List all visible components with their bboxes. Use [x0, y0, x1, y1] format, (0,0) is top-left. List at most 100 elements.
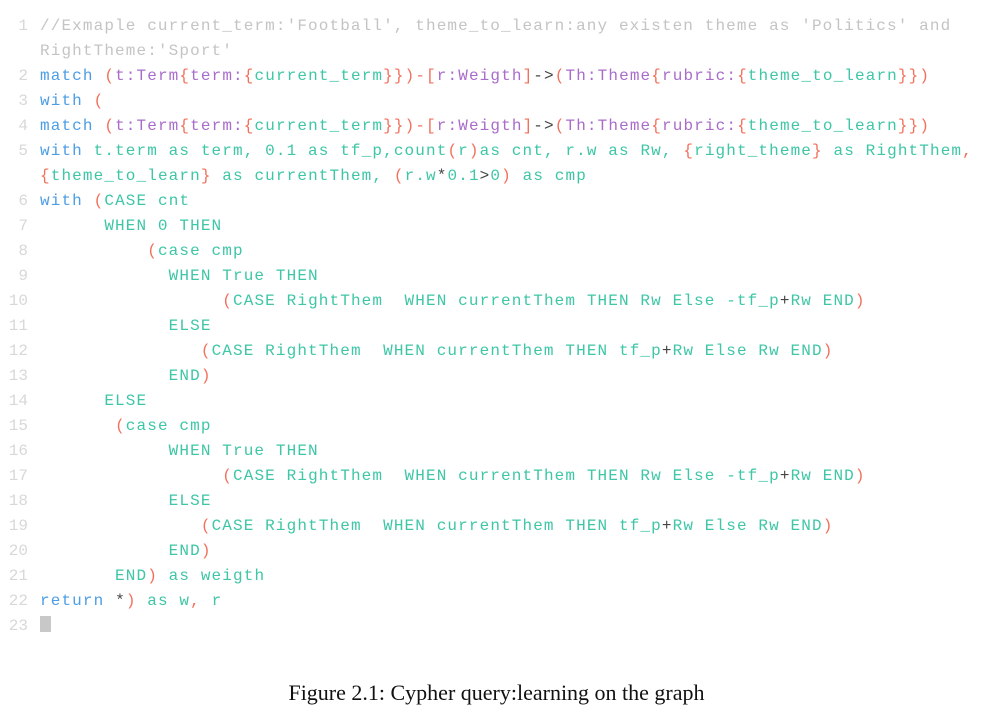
token-label: r:Weigth [436, 67, 523, 85]
token-punct: { [179, 117, 191, 135]
token-punct: ( [115, 417, 126, 435]
code-line: 2 match (t:Term{term:{current_term}})-[r:… [0, 64, 993, 89]
token-punct: { [243, 67, 255, 85]
line-number: 17 [8, 467, 28, 485]
line-text: match (t:Term{term:{current_term}})-[r:W… [40, 64, 930, 89]
token-punct: { [40, 167, 51, 185]
code-line: RightTheme:'Sport' [0, 39, 993, 64]
token-punct: , [962, 142, 973, 160]
token-label: rubric: [662, 117, 738, 135]
token-op: + [779, 292, 791, 310]
token-ident: CASE RightThem WHEN currentThem THEN Rw … [233, 467, 780, 485]
line-number: 12 [8, 342, 28, 360]
token-label: r:Weigth [436, 117, 523, 135]
token-op: + [661, 342, 673, 360]
token-label: t:Term [115, 117, 180, 135]
code-line: 16 WHEN True THEN [0, 439, 993, 464]
code-line: 12 (CASE RightThem WHEN currentThem THEN… [0, 339, 993, 364]
line-number: 21 [8, 567, 28, 585]
token-label: term: [190, 67, 244, 85]
token-ident [83, 192, 94, 210]
token-ident [40, 342, 201, 360]
token-ident: as w [136, 592, 191, 610]
line-number: 7 [18, 217, 28, 235]
line-text: (CASE RightThem WHEN currentThem THEN Rw… [40, 289, 866, 314]
token-punct: ) [822, 342, 834, 360]
token-ident [94, 117, 105, 135]
token-ident: 0.1 [447, 167, 480, 185]
token-ident: WHEN True THEN [40, 442, 319, 460]
code-line: 8 (case cmp [0, 239, 993, 264]
line-number: 2 [18, 67, 28, 85]
line-text: with (CASE cnt [40, 189, 190, 214]
token-label: term: [190, 117, 244, 135]
token-punct: }}) [897, 117, 931, 135]
token-label: Th:Theme [565, 67, 652, 85]
line-text: (CASE RightThem WHEN currentThem THEN tf… [40, 339, 833, 364]
token-keyword: match [40, 67, 94, 85]
line-number: 14 [8, 392, 28, 410]
line-number: 19 [8, 517, 28, 535]
token-ident: r [200, 592, 223, 610]
token-punct: ) [125, 592, 137, 610]
token-op: -> [533, 67, 555, 85]
token-punct: { [683, 142, 695, 160]
line-number: 1 [18, 17, 28, 35]
code-line: 1 //Exmaple current_term:'Football', them… [0, 14, 993, 39]
token-ident: CASE RightThem WHEN currentThem THEN tf_… [211, 517, 662, 535]
token-op: -> [533, 117, 555, 135]
token-ident: as currentThem, [211, 167, 394, 185]
token-op: > [479, 167, 491, 185]
token-punct: }})-[ [383, 117, 437, 135]
token-ident [40, 467, 222, 485]
token-ident: 0 [490, 167, 502, 185]
line-text: END) [40, 539, 212, 564]
token-ident [94, 67, 105, 85]
token-punct: ) [822, 517, 834, 535]
token-ident: END [40, 567, 148, 585]
token-label: Th:Theme [565, 117, 652, 135]
code-line: 20 END) [0, 539, 993, 564]
token-ident: as cnt, r.w as Rw, [479, 142, 684, 160]
token-punct: ] [522, 67, 534, 85]
token-punct: ) [200, 367, 212, 385]
token-op: * [436, 167, 448, 185]
token-punct: ) [854, 292, 866, 310]
token-op: * [115, 592, 126, 610]
token-ident: END [40, 542, 201, 560]
code-line: 23 [0, 614, 993, 632]
line-number: 9 [18, 267, 28, 285]
token-punct: ] [522, 117, 534, 135]
code-line: 9 WHEN True THEN [0, 264, 993, 289]
code-line: 19 (CASE RightThem WHEN currentThem THEN… [0, 514, 993, 539]
code-line: 10 (CASE RightThem WHEN currentThem THEN… [0, 289, 993, 314]
token-ident [40, 417, 115, 435]
token-ident: theme_to_learn [50, 167, 201, 185]
token-ident: Rw END [790, 292, 855, 310]
token-ident: WHEN 0 THEN [40, 217, 223, 235]
token-ident: as RightThem [822, 142, 963, 160]
figure-caption: Figure 2.1: Cypher query:learning on the… [288, 680, 705, 705]
token-ident: WHEN True THEN [40, 267, 319, 285]
token-punct: { [651, 67, 662, 85]
token-ident: theme_to_learn [747, 67, 898, 85]
token-op: + [661, 517, 673, 535]
token-ident: CASE RightThem WHEN currentThem THEN tf_… [211, 342, 662, 360]
code-line: 7 WHEN 0 THEN [0, 214, 993, 239]
line-number: 16 [8, 442, 28, 460]
line-number: 13 [8, 367, 28, 385]
line-text: //Exmaple current_term:'Football', theme… [40, 14, 951, 39]
line-number: 3 [18, 92, 28, 110]
token-ident: case cmp [125, 417, 212, 435]
token-punct: ) [200, 542, 212, 560]
code-line: 21 END) as weigth [0, 564, 993, 589]
token-punct: } [812, 142, 823, 160]
token-ident: r.w [404, 167, 437, 185]
token-ident: theme_to_learn [747, 117, 898, 135]
token-keyword: match [40, 117, 94, 135]
line-text: match (t:Term{term:{current_term}})-[r:W… [40, 114, 930, 139]
token-punct: ( [222, 467, 234, 485]
